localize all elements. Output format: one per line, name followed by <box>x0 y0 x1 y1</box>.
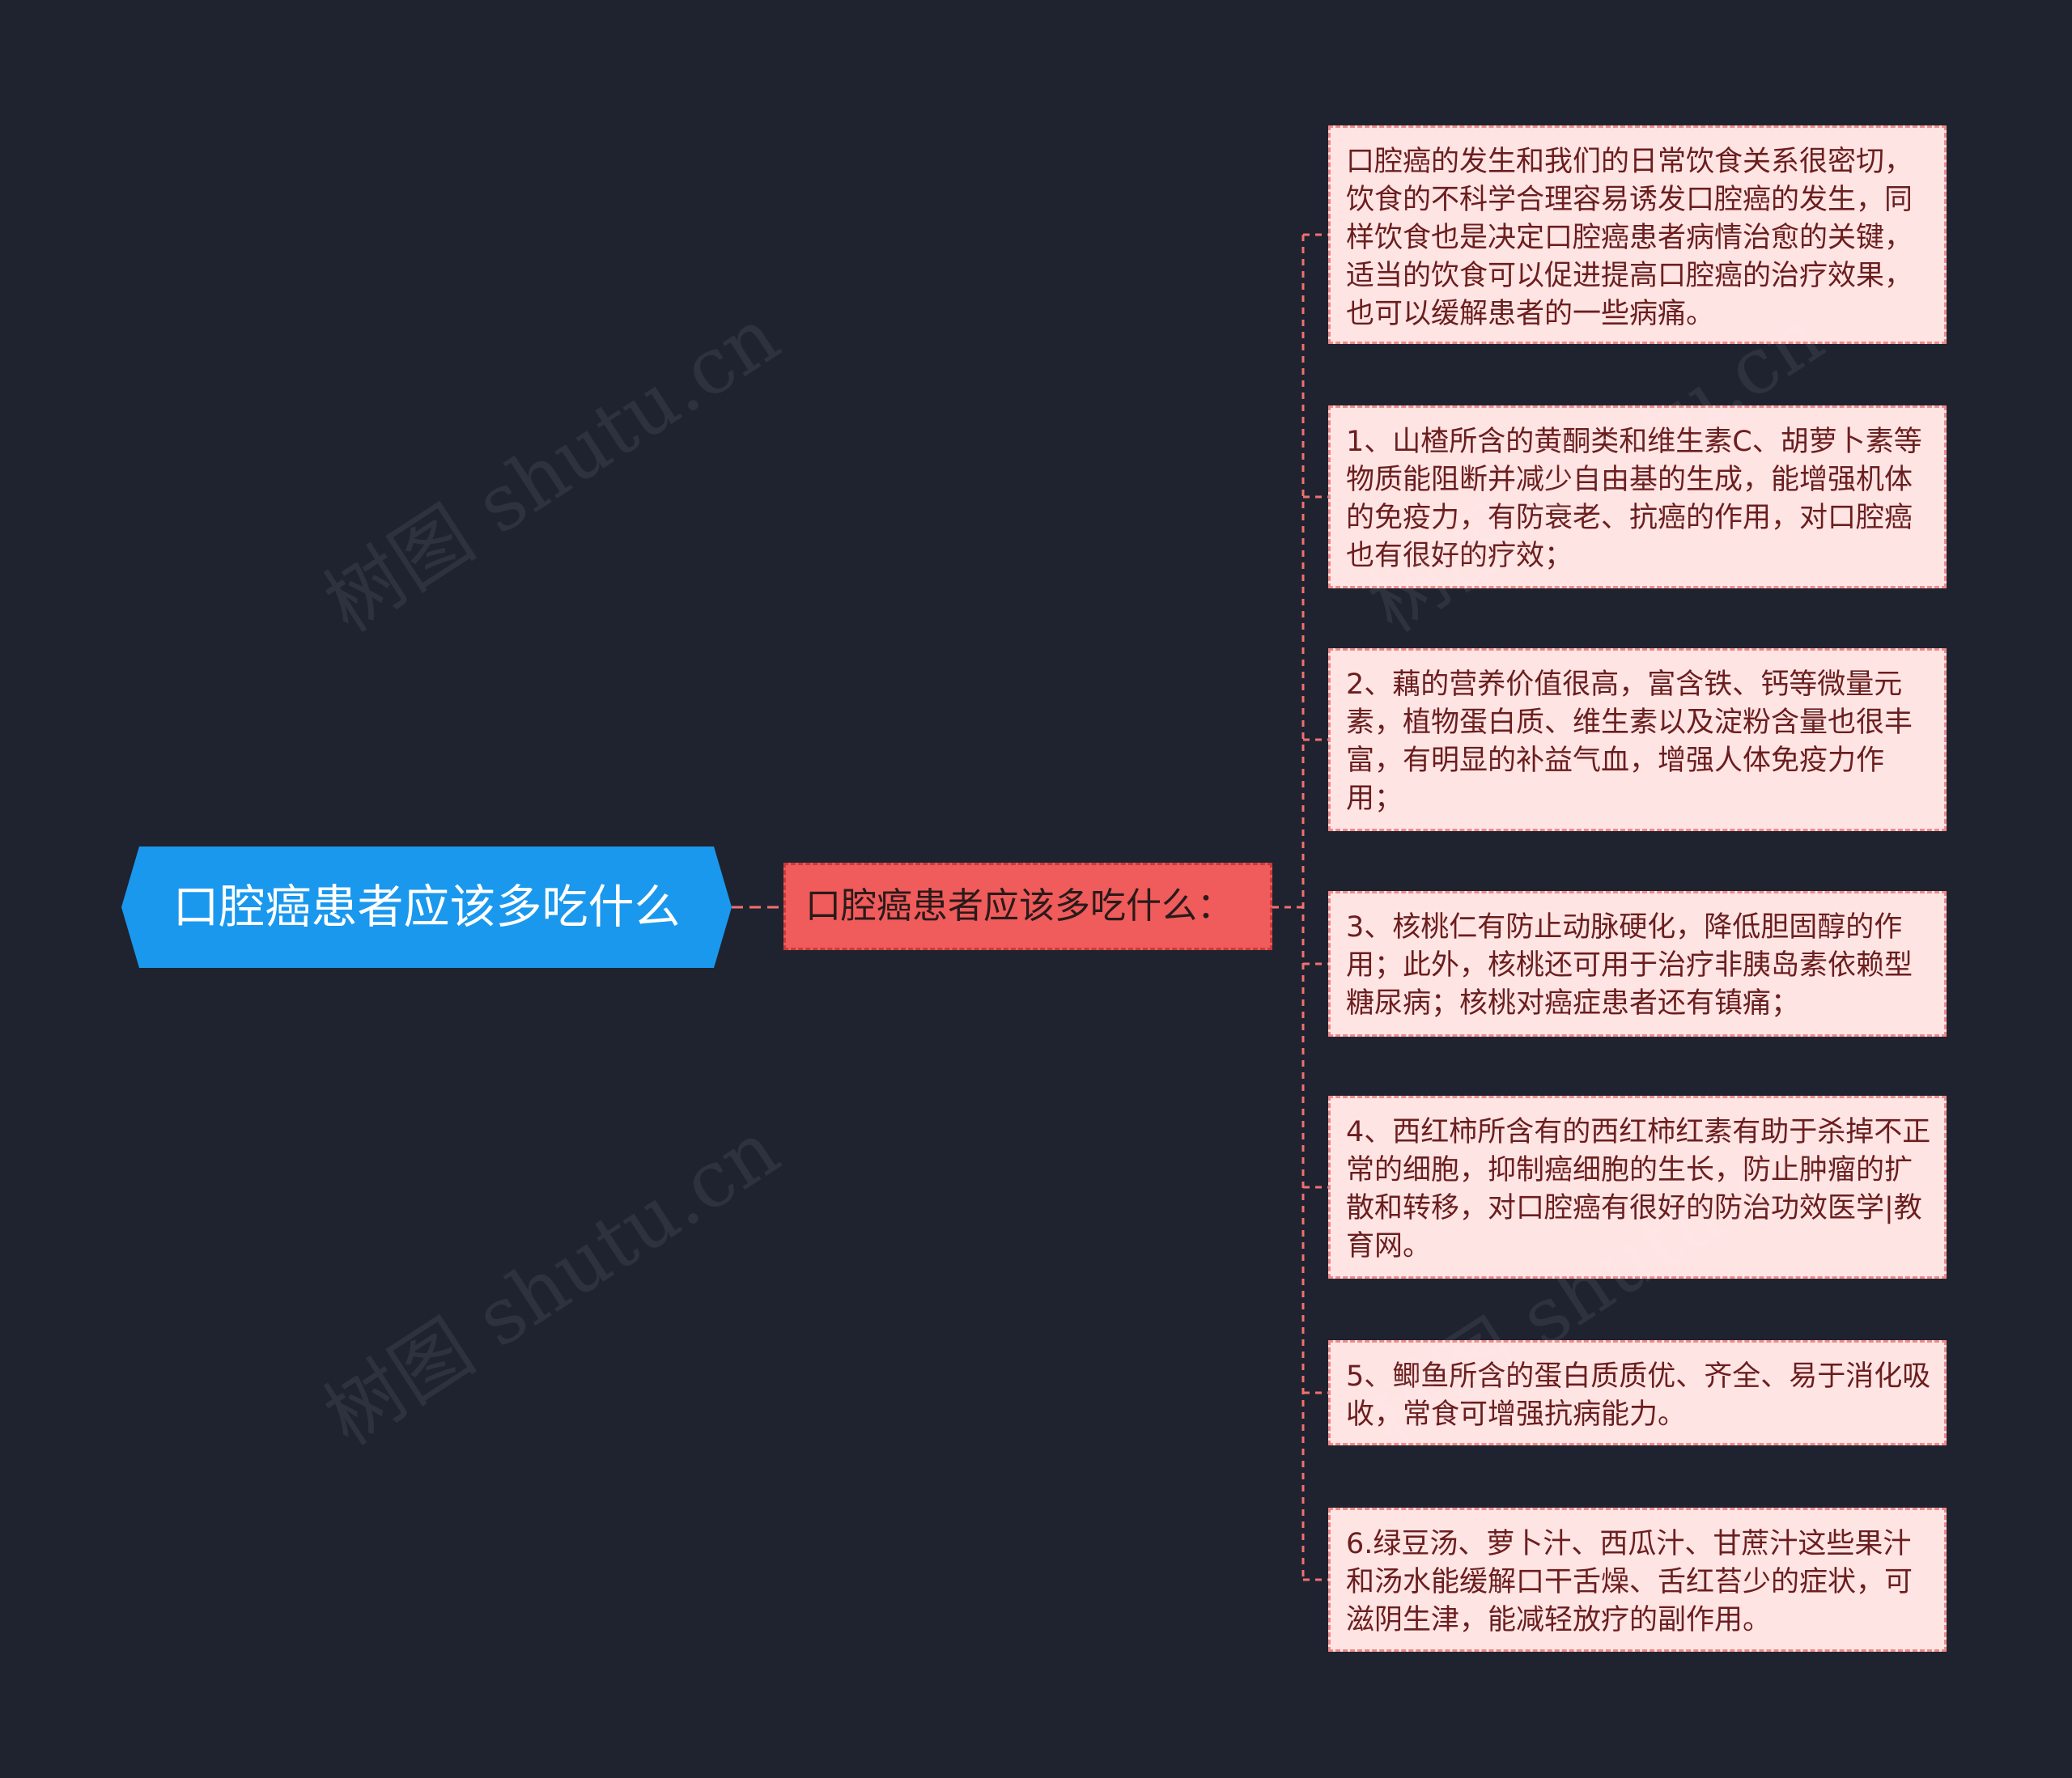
leaf-node-hawthorn[interactable]: 1、山楂所含的黄酮类和维生素C、胡萝卜素等物质能阻断并减少自由基的生成，能增强机… <box>1328 405 1947 588</box>
leaf-node-text: 1、山楂所含的黄酮类和维生素C、胡萝卜素等物质能阻断并减少自由基的生成，能增强机… <box>1346 426 1922 572</box>
branch-node[interactable]: 口腔癌患者应该多吃什么： <box>783 863 1272 950</box>
leaf-node-text: 3、核桃仁有防止动脉硬化，降低胆固醇的作用；此外，核桃还可用于治疗非胰岛素依赖型… <box>1346 911 1913 1020</box>
leaf-node-text: 2、藕的营养价值很高，富含铁、钙等微量元素，植物蛋白质、维生素以及淀粉含量也很丰… <box>1346 668 1913 815</box>
root-node-label: 口腔癌患者应该多吃什么 <box>172 881 681 934</box>
leaf-node-tomato[interactable]: 4、西红柿所含有的西红柿红素有助于杀掉不正常的细胞，抑制癌细胞的生长，防止肿瘤的… <box>1328 1096 1947 1279</box>
leaf-node-intro[interactable]: 口腔癌的发生和我们的日常饮食关系很密切，饮食的不科学合理容易诱发口腔癌的发生，同… <box>1328 125 1947 344</box>
leaf-node-text: 6.绿豆汤、萝卜汁、西瓜汁、甘蔗汁这些果汁和汤水能缓解口干舌燥、舌红苔少的症状，… <box>1346 1528 1913 1636</box>
branch-node-label: 口腔癌患者应该多吃什么： <box>805 885 1233 927</box>
leaf-node-crucian-carp[interactable]: 5、鲫鱼所含的蛋白质质优、齐全、易于消化吸收，常食可增强抗病能力。 <box>1328 1340 1947 1445</box>
leaf-node-text: 4、西红柿所含有的西红柿红素有助于杀掉不正常的细胞，抑制癌细胞的生长，防止肿瘤的… <box>1346 1116 1931 1262</box>
leaf-node-walnut[interactable]: 3、核桃仁有防止动脉硬化，降低胆固醇的作用；此外，核桃还可用于治疗非胰岛素依赖型… <box>1328 891 1947 1037</box>
leaf-node-juices[interactable]: 6.绿豆汤、萝卜汁、西瓜汁、甘蔗汁这些果汁和汤水能缓解口干舌燥、舌红苔少的症状，… <box>1328 1508 1947 1652</box>
leaf-node-lotus-root[interactable]: 2、藕的营养价值很高，富含铁、钙等微量元素，植物蛋白质、维生素以及淀粉含量也很丰… <box>1328 648 1947 831</box>
leaf-node-text: 口腔癌的发生和我们的日常饮食关系很密切，饮食的不科学合理容易诱发口腔癌的发生，同… <box>1346 146 1913 330</box>
root-node[interactable]: 口腔癌患者应该多吃什么 <box>121 847 732 968</box>
leaf-node-text: 5、鲫鱼所含的蛋白质质优、齐全、易于消化吸收，常食可增强抗病能力。 <box>1346 1360 1931 1431</box>
